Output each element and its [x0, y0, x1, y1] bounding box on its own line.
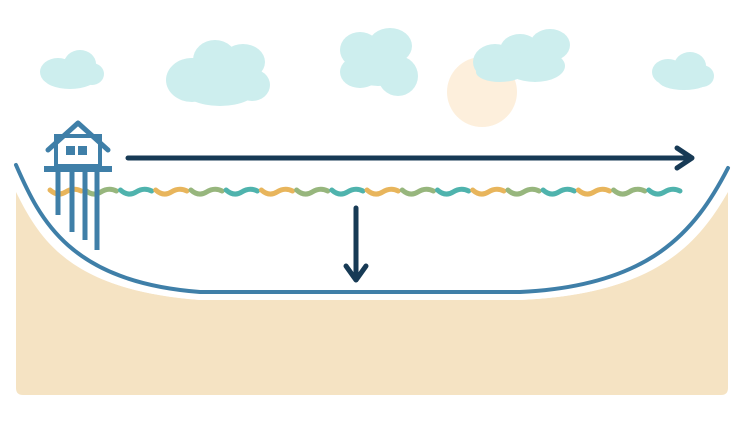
basin-outline: [14, 163, 730, 294]
cloud-icon: [652, 52, 714, 90]
wave-segment: [223, 186, 260, 197]
wave-segment: [540, 186, 577, 197]
wave-segment: [434, 186, 472, 197]
cloud-icon: [40, 50, 104, 89]
wave-segment: [294, 186, 331, 197]
cloud-icon: [340, 28, 418, 96]
wave-segment: [505, 186, 542, 197]
arrow-down-icon: [343, 205, 369, 283]
arrow-right-icon: [125, 145, 695, 171]
cloud-icon: [166, 40, 270, 106]
stilt-house-icon: [44, 120, 112, 250]
wave-segment: [646, 186, 683, 197]
wave-segment: [364, 186, 401, 197]
clouds: [40, 28, 714, 106]
wave-segment: [153, 186, 190, 197]
wave-segment: [47, 186, 84, 197]
wave-segment: [470, 186, 507, 197]
wave-segment: [82, 186, 119, 197]
wave-segment: [329, 186, 366, 197]
wave-segment: [399, 186, 436, 197]
wave-segment: [258, 186, 296, 197]
sand-ground: [16, 192, 728, 395]
wave-band: [47, 186, 683, 197]
wave-segment: [575, 186, 613, 197]
wave-segment: [117, 186, 155, 197]
wave-segment: [188, 186, 225, 197]
cloud-icon: [473, 29, 570, 82]
wave-segment: [611, 186, 648, 197]
